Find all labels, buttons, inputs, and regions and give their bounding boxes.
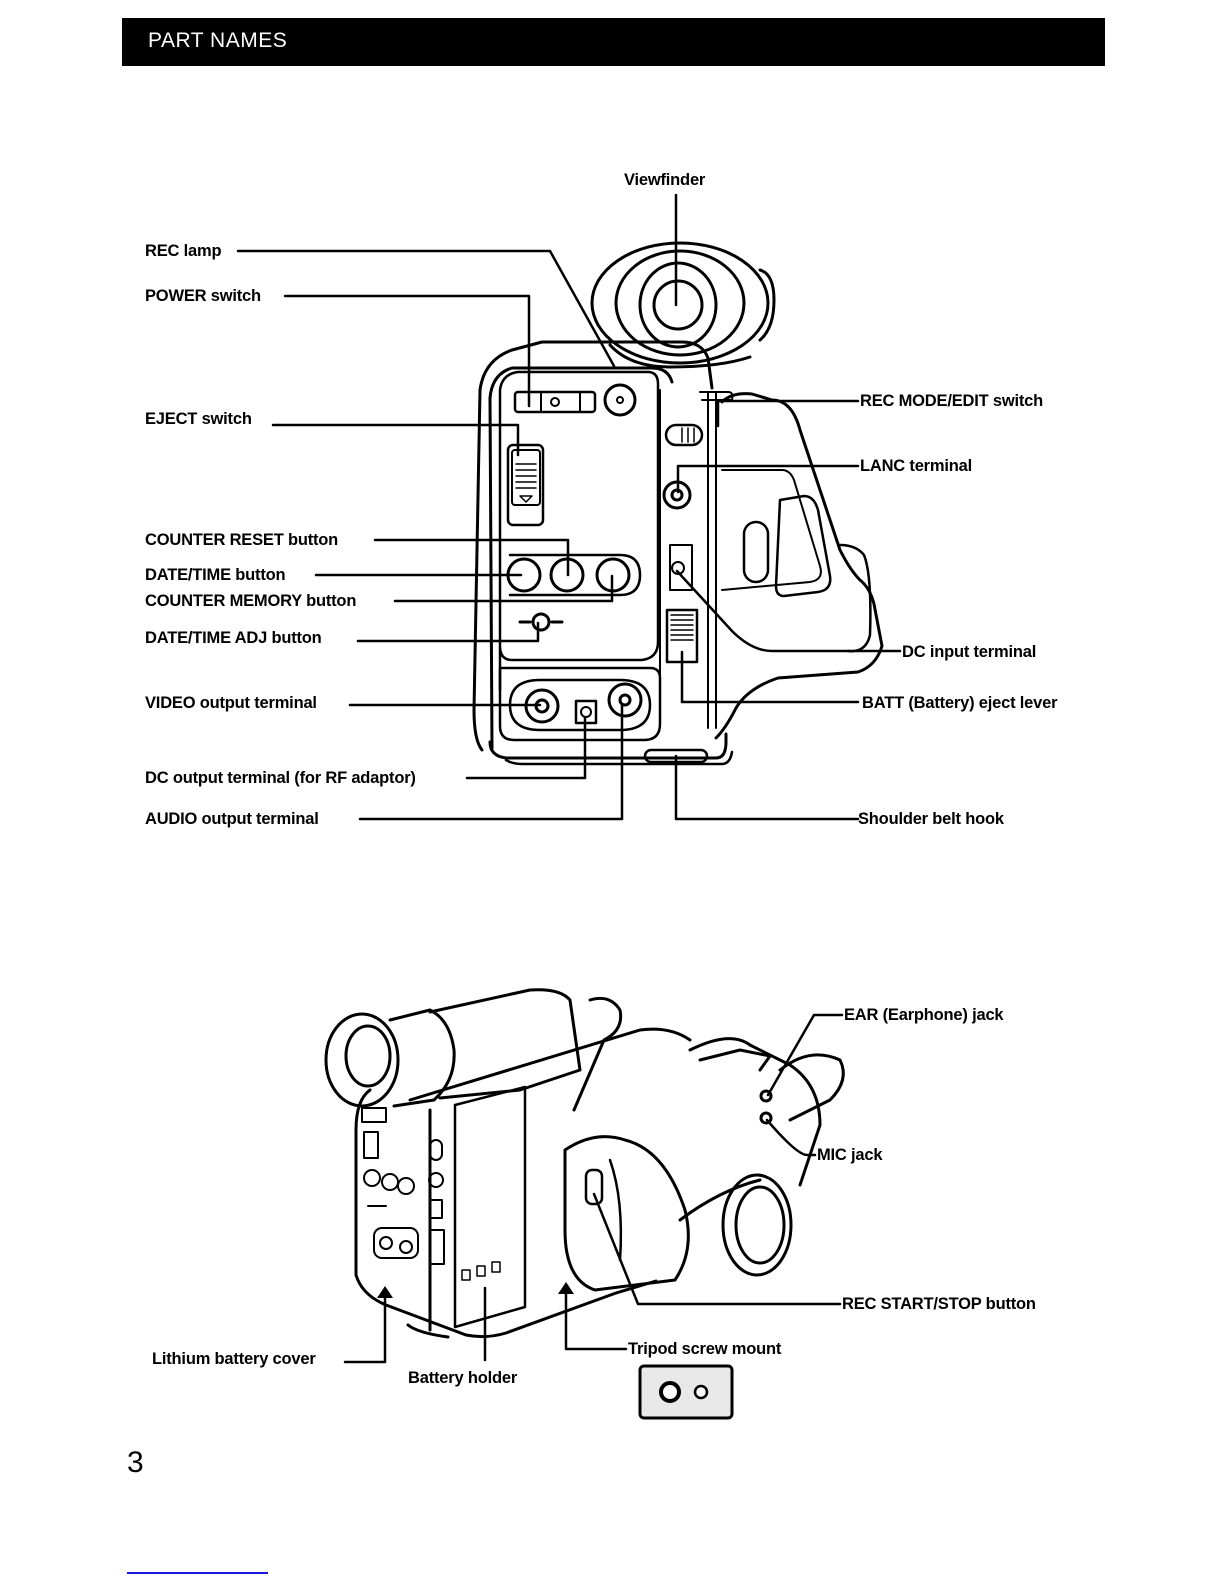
label-audio-output-terminal: AUDIO output terminal bbox=[145, 810, 319, 828]
label-rec-start-stop-button: REC START/STOP button bbox=[842, 1295, 1036, 1313]
label-rec-mode-edit-switch: REC MODE/EDIT switch bbox=[860, 392, 1044, 410]
label-dc-input-terminal: DC input terminal bbox=[902, 643, 1037, 661]
footer-link-underline[interactable] bbox=[127, 1572, 268, 1574]
arrow-up-icon bbox=[558, 1282, 574, 1294]
label-battery-holder: Battery holder bbox=[408, 1369, 518, 1387]
label-rec-lamp: REC lamp bbox=[145, 242, 222, 260]
label-counter-memory-button: COUNTER MEMORY button bbox=[145, 592, 357, 610]
label-counter-reset-button: COUNTER RESET button bbox=[145, 531, 339, 549]
label-video-output-terminal: VIDEO output terminal bbox=[145, 694, 317, 712]
arrow-heads bbox=[377, 1282, 574, 1298]
section-title: PART NAMES bbox=[148, 29, 288, 52]
leader-lines-top bbox=[236, 193, 902, 821]
camcorder-body-perspective bbox=[324, 988, 845, 1339]
rec-lamp bbox=[603, 383, 637, 417]
label-date-time-adj-button: DATE/TIME ADJ button bbox=[145, 629, 322, 647]
label-mic-jack: MIC jack bbox=[817, 1146, 883, 1164]
section-header-bar: PART NAMES bbox=[122, 18, 1105, 66]
tripod-mount-inset bbox=[638, 1364, 734, 1420]
label-date-time-button: DATE/TIME button bbox=[145, 566, 286, 584]
label-lithium-battery-cover: Lithium battery cover bbox=[152, 1350, 316, 1368]
viewfinder-eyecup bbox=[590, 241, 776, 369]
arrow-up-icon bbox=[377, 1286, 393, 1298]
eject-switch bbox=[506, 443, 545, 527]
label-batt-eject-lever: BATT (Battery) eject lever bbox=[862, 694, 1058, 712]
power-switch bbox=[513, 390, 597, 414]
label-shoulder-belt-hook: Shoulder belt hook bbox=[858, 810, 1004, 828]
label-viewfinder: Viewfinder bbox=[624, 171, 706, 189]
label-lanc-terminal: LANC terminal bbox=[860, 457, 972, 475]
label-dc-output-terminal: DC output terminal (for RF adaptor) bbox=[145, 769, 416, 787]
label-tripod-screw-mount: Tripod screw mount bbox=[628, 1340, 782, 1358]
label-ear-jack: EAR (Earphone) jack bbox=[844, 1006, 1004, 1024]
label-eject-switch: EJECT switch bbox=[145, 410, 252, 428]
page-number: 3 bbox=[127, 1446, 144, 1479]
label-power-switch: POWER switch bbox=[145, 287, 261, 305]
leader-lines-bottom bbox=[343, 1013, 844, 1364]
